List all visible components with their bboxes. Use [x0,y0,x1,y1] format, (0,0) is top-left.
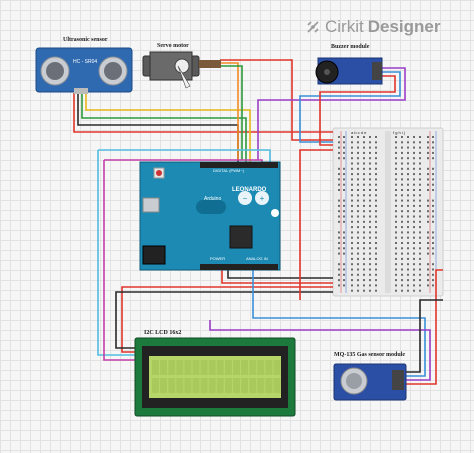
wire-bb-left [299,149,333,300]
buzzer-module[interactable] [315,57,383,85]
svg-text:−: − [243,194,248,203]
breadboard-cols-left: a b c d e [351,130,367,135]
ultrasonic-label: Ultrasonic sensor [63,37,108,43]
svg-text:+: + [260,194,265,203]
wire-gas-vcc [405,269,443,385]
lcd-cells [152,360,281,393]
arduino-analog-header: ANALOG IN [246,256,268,261]
wire-gas-ao [252,268,426,377]
cirkit-logo-icon [307,21,319,33]
arduino-digital-header: DIGITAL (PWM~) [213,168,244,173]
gas-sensor-label: MQ-135 Gas sensor module [334,352,406,358]
gas-sensor-module[interactable] [333,363,407,401]
lcd-display[interactable] [134,337,296,417]
wire-lcd-scl-top [104,159,263,162]
lcd-label: I2C LCD 16x2 [144,330,182,336]
breadboard [332,127,444,297]
wire-lcd-gnd [115,291,333,349]
servo-motor[interactable] [142,51,221,89]
brand-strong: Designer [367,17,441,36]
brand-logo: Cirkit Designer [305,17,440,37]
arduino-brand-label: Arduino [204,196,222,202]
wire-lcd-sda-top [98,149,271,162]
arduino-leonardo[interactable]: − + [139,161,281,271]
usb-port [142,197,160,213]
wire-gas-gnd [405,299,443,373]
arduino-board-label: LEONARDO [232,187,267,193]
servo-label: Servo motor [157,43,189,49]
wire-gas-do [209,320,431,381]
arduino-power-header: POWER [210,256,226,261]
wires [73,59,443,385]
wire-us-vcc [73,93,333,133]
wire-buzzer-vcc [319,75,396,146]
wire-buzzer-gnd [299,71,401,143]
brand-name: Cirkit [325,17,364,36]
wire-us-gnd [77,93,239,162]
buzzer-label: Buzzer module [331,44,370,50]
wire-arduino-gnd [227,268,333,279]
wire-buzzer-io [257,67,406,160]
wire-arduino-5v [221,268,333,284]
ultrasonic-model-label: HC - SR04 [73,59,98,65]
power-jack [142,245,166,265]
wire-us-echo [85,93,251,162]
breadboard-cols-right: f g h i j [393,130,405,135]
breadboard-holes [338,136,434,292]
mcu-chip [229,225,253,249]
wire-lcd-vcc [121,286,333,353]
ultrasonic-sensor[interactable] [35,47,133,94]
wire-servo-pwm [220,65,243,160]
wire-servo-signal [220,62,239,160]
wire-us-trig [81,93,247,162]
